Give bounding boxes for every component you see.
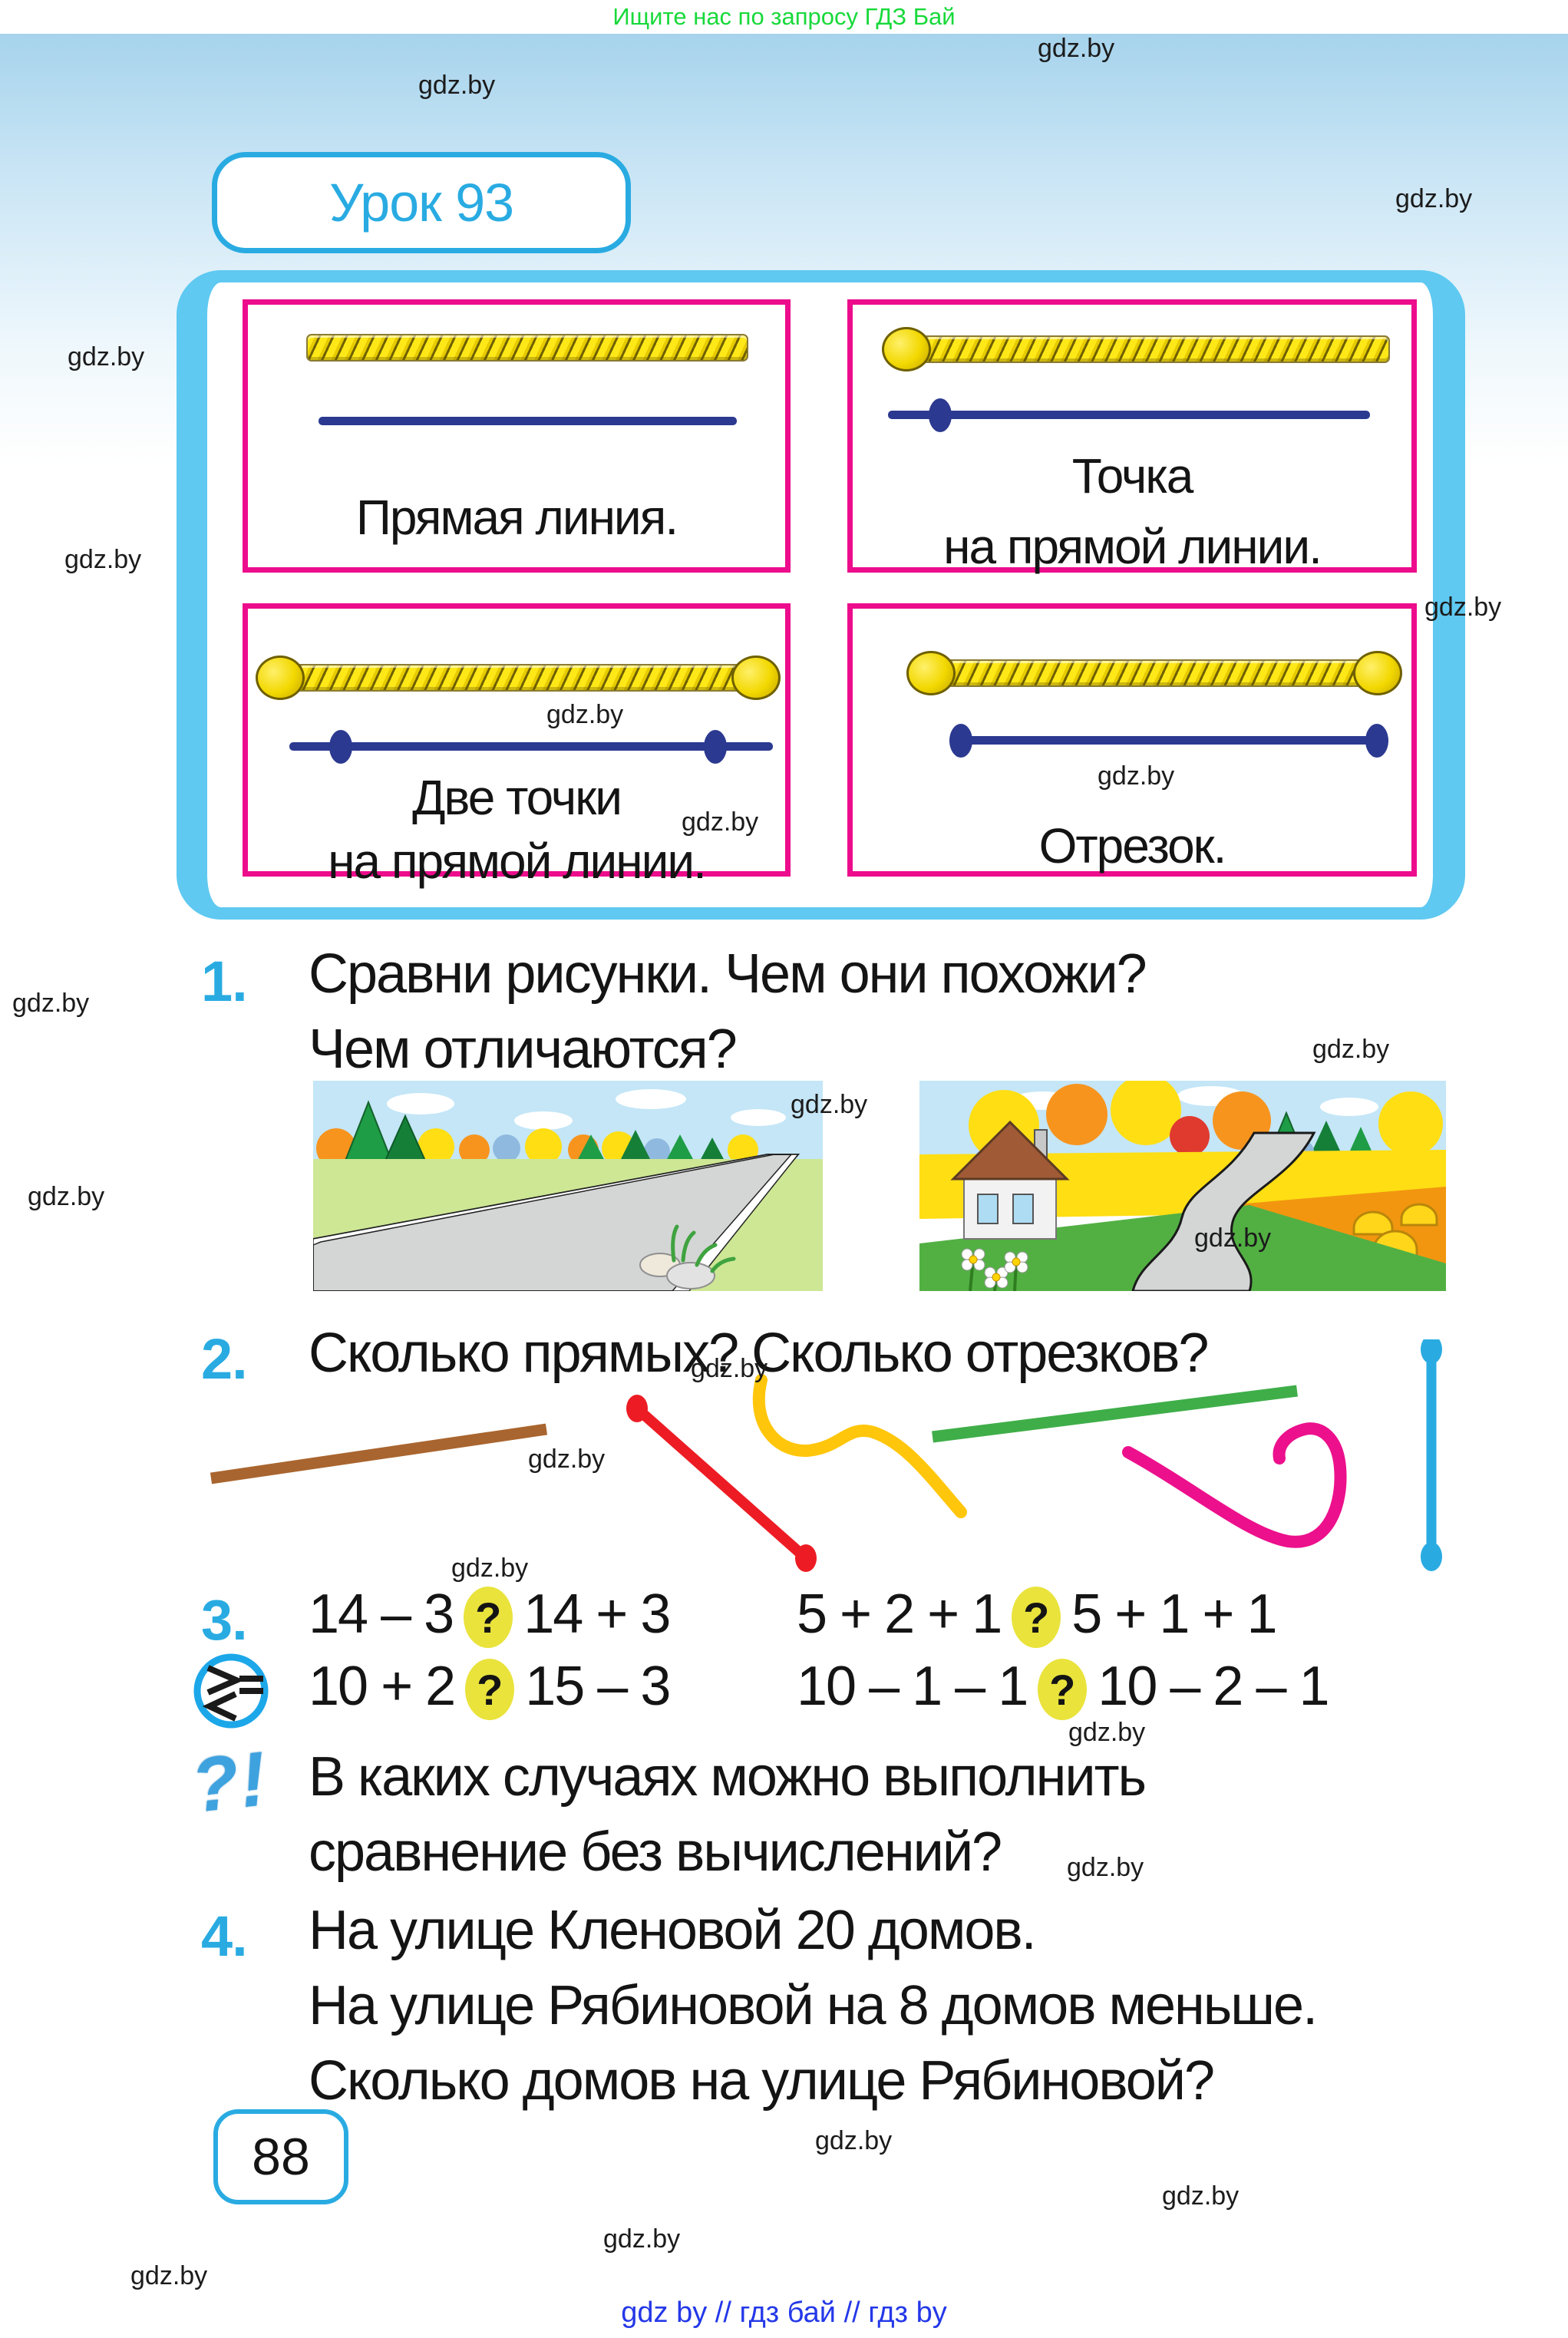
watermark: gdz.by [130, 2261, 208, 2290]
rope-knot [256, 655, 305, 700]
lines-and-segments-figure [210, 1339, 1442, 1572]
task-1-number: 1. [201, 949, 248, 1013]
card-label: Прямая линия. [355, 490, 678, 545]
watermark: gdz.by [691, 1354, 768, 1383]
rope-two-knots-image [256, 655, 781, 700]
question-oval: ? [465, 1659, 515, 1720]
watermark: gdz.by [1038, 34, 1115, 63]
task-4-line3: Сколько домов на улице Рябиновой? [309, 2050, 1215, 2112]
card-label-line2: на прямой линии. [328, 834, 707, 889]
question-oval: ? [1012, 1587, 1061, 1648]
expression-right: 5 + 1 + 1 [1071, 1583, 1277, 1645]
lesson-title: Урок 93 [328, 173, 514, 233]
watermark: gdz.by [1312, 1035, 1390, 1064]
expression-left: 10 – 1 – 1 [797, 1656, 1028, 1717]
question-oval: ? [1038, 1659, 1088, 1720]
expression-right: 15 – 3 [525, 1656, 671, 1717]
task-2-number: 2. [201, 1327, 248, 1391]
point-dot [329, 730, 352, 764]
task-1-line1: Сравни рисунки. Чем они похожи? [309, 943, 1147, 1005]
rope-with-knot-image [882, 327, 1390, 372]
comparison-expression: 5 + 2 + 1 ? 5 + 1 + 1 [797, 1583, 1278, 1648]
rope-knot [882, 327, 931, 372]
rope-knot [906, 651, 956, 695]
watermark: gdz.by [815, 2126, 893, 2155]
card-label-line1: Две точки [412, 770, 622, 825]
line-figure [888, 411, 1370, 419]
card-label: Отрезок. [1038, 818, 1227, 873]
card-point-on-line: Точка на прямой линии. [847, 299, 1417, 574]
comparison-expression: 14 – 3 ? 14 + 3 [309, 1583, 671, 1648]
comparison-expression: 10 + 2 ? 15 – 3 [309, 1655, 671, 1720]
task-1-line2: Чем отличаются? [309, 1019, 738, 1080]
segment-figure [951, 736, 1388, 745]
endpoint-dot [1365, 724, 1388, 758]
compare-signs-icon [193, 1653, 269, 1729]
landscape-winding-road-image [919, 1081, 1446, 1291]
rope-knot [731, 655, 781, 700]
watermark: gdz.by [1395, 184, 1473, 213]
promo-banner: Ищите нас по запросу ГДЗ Бай [0, 0, 1568, 34]
question-oval: ? [464, 1587, 513, 1648]
watermark: gdz.by [528, 1445, 606, 1474]
endpoint-dot [949, 724, 972, 758]
card-straight-line: Прямая линия. [243, 299, 791, 573]
comparison-expression: 10 – 1 – 1 ? 10 – 2 – 1 [797, 1655, 1330, 1720]
lesson-title-badge: Урок 93 [212, 152, 631, 253]
watermark: gdz.by [1098, 761, 1175, 791]
watermark: gdz.by [418, 71, 496, 100]
task-3-question-line2: сравнение без вычислений? [309, 1821, 1002, 1883]
footer-links: gdz by // гдз бай // гдз by [621, 2297, 947, 2329]
watermark: gdz.by [1424, 593, 1502, 622]
card-two-points: Две точки на прямой линии. [243, 603, 791, 889]
point-dot [704, 730, 727, 764]
rope-image [306, 334, 748, 362]
page-number-badge: 88 [213, 2109, 348, 2204]
watermark: gdz.by [64, 545, 142, 574]
expression-left: 5 + 2 + 1 [797, 1583, 1002, 1645]
watermark: gdz.by [12, 989, 90, 1018]
watermark: gdz.by [68, 342, 145, 372]
watermark: gdz.by [451, 1554, 529, 1583]
expression-right: 10 – 2 – 1 [1098, 1656, 1329, 1717]
task-3-number: 3. [201, 1588, 248, 1652]
watermark: gdz.by [1067, 1853, 1144, 1882]
task-4-line2: На улице Рябиновой на 8 домов меньше. [309, 1975, 1318, 2036]
question-exclamation-icon: ?! [187, 1735, 272, 1829]
watermark: gdz.by [603, 2224, 681, 2254]
watermark: gdz.by [682, 807, 759, 837]
page-number: 88 [252, 2128, 310, 2186]
watermark: gdz.by [1068, 1718, 1146, 1747]
expression-right: 14 + 3 [523, 1583, 671, 1645]
landscape-straight-road-image [313, 1081, 823, 1291]
expression-left: 14 – 3 [309, 1583, 454, 1645]
line-figure [289, 742, 773, 751]
watermark: gdz.by [28, 1182, 105, 1211]
card-segment: Отрезок. [847, 603, 1417, 877]
watermark: gdz.by [791, 1090, 868, 1119]
rope-two-knots-image [906, 651, 1402, 695]
task-4-line1: На улице Кленовой 20 домов. [309, 1900, 1037, 1961]
task-4-number: 4. [201, 1904, 248, 1968]
task-3-question-line1: В каких случаях можно выполнить [309, 1746, 1147, 1808]
task-2-text: Сколько прямых? Сколько отрезков? [309, 1323, 1209, 1384]
watermark: gdz.by [1194, 1223, 1272, 1253]
card-label-line1: Точка [1071, 448, 1194, 504]
card-label-line2: на прямой линии. [943, 519, 1322, 574]
watermark: gdz.by [546, 700, 624, 729]
watermark: gdz.by [1162, 2181, 1240, 2211]
straight-line-figure [319, 417, 737, 425]
expression-left: 10 + 2 [309, 1656, 456, 1717]
rope-knot [1353, 651, 1402, 695]
point-dot [929, 398, 952, 432]
